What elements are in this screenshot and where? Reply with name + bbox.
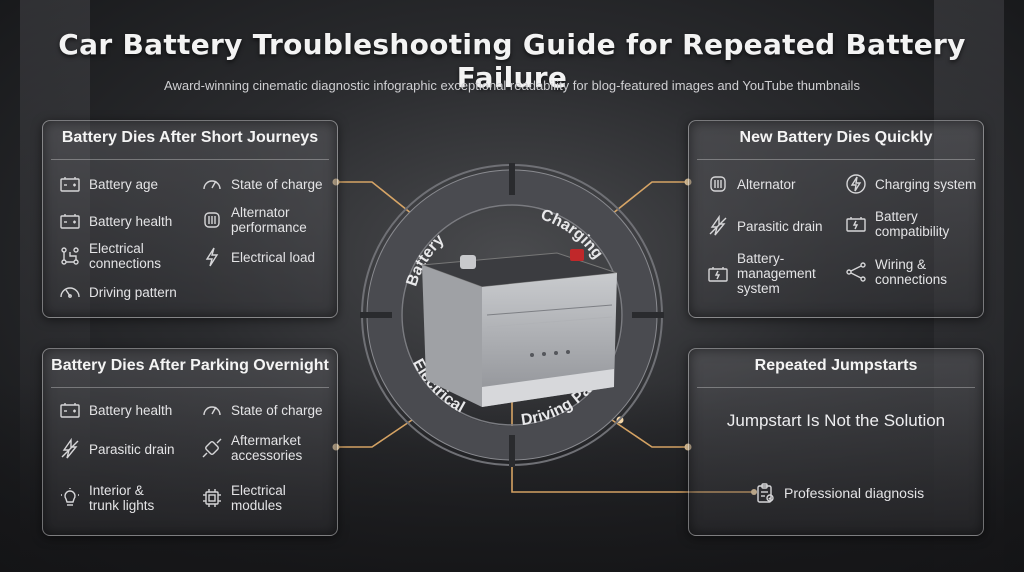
- clipboard-icon: [757, 483, 774, 503]
- drain-icon: [61, 438, 79, 459]
- speedometer-icon: [60, 287, 80, 298]
- battery-icon: [60, 177, 80, 192]
- list-item: Parasitic drain: [707, 215, 823, 237]
- battery-icon: [846, 217, 866, 232]
- list-item: Charging system: [845, 173, 976, 195]
- list-item: Interior & trunk lights: [59, 483, 154, 513]
- item-label: State of charge: [231, 176, 323, 192]
- panel-short-journeys: Battery Dies After Short Journeys Batter…: [42, 120, 338, 318]
- divider: [697, 387, 975, 388]
- chip-icon: [203, 489, 221, 507]
- list-item: Battery age: [59, 173, 158, 195]
- item-label: Battery- management system: [737, 251, 816, 296]
- item-label: Parasitic drain: [737, 218, 823, 234]
- list-item: Battery- management system: [707, 251, 816, 296]
- list-item: Alternator: [707, 173, 796, 195]
- panel-parking-overnight: Battery Dies After Parking Overnight Bat…: [42, 348, 338, 536]
- divider: [697, 159, 975, 160]
- diagnostic-ring: Battery Charging Electrical Driving Patt…: [360, 163, 664, 467]
- item-label: Parasitic drain: [89, 441, 175, 457]
- jumpstart-message: Jumpstart Is Not the Solution: [726, 411, 946, 430]
- item-label: Alternator performance: [231, 205, 307, 235]
- battery-icon: [60, 214, 80, 229]
- item-label: Electrical load: [231, 249, 316, 265]
- alternator-icon: [710, 176, 726, 192]
- alternator-icon: [204, 212, 220, 228]
- divider: [51, 387, 329, 388]
- list-item: Battery health: [59, 399, 172, 421]
- item-label: Electrical modules: [231, 483, 286, 513]
- positive-terminal: [570, 249, 584, 261]
- panel-title: New Battery Dies Quickly: [739, 129, 933, 146]
- item-label: Interior & trunk lights: [89, 483, 155, 513]
- battery-illustration: [421, 249, 618, 407]
- panel-title: Battery Dies After Parking Overnight: [51, 357, 329, 374]
- list-item: Battery compatibility: [845, 209, 949, 239]
- page-title: Car Battery Troubleshooting Guide for Re…: [58, 28, 966, 94]
- list-item: State of charge: [201, 399, 323, 421]
- charging-icon: [846, 174, 866, 194]
- item-label: Driving pattern: [89, 284, 177, 300]
- divider: [51, 159, 329, 160]
- ring-inner: [401, 204, 623, 426]
- panel-title: Repeated Jumpstarts: [754, 357, 918, 374]
- callout-label: Professional diagnosis: [784, 485, 925, 501]
- list-item: Parasitic drain: [59, 438, 175, 460]
- list-item: State of charge: [201, 173, 323, 195]
- list-item: Electrical modules: [201, 483, 286, 513]
- battery-icon: [60, 403, 80, 418]
- list-item: Electrical load: [201, 246, 315, 268]
- item-label: Battery health: [89, 213, 173, 229]
- drain-icon: [709, 215, 727, 236]
- item-label: Battery compatibility: [875, 209, 950, 239]
- item-label: Aftermarket accessories: [231, 433, 303, 463]
- panel-jumpstarts: Repeated Jumpstarts Jumpstart Is Not the…: [688, 348, 984, 536]
- item-label: Battery age: [89, 176, 159, 192]
- plug-icon: [202, 438, 222, 458]
- lightning-icon: [205, 247, 219, 267]
- wiring-icon: [846, 262, 866, 282]
- battery-icon: [708, 266, 728, 282]
- panel-new-battery: New Battery Dies Quickly Alternator Char…: [688, 120, 984, 318]
- professional-diagnosis-callout: Professional diagnosis: [754, 482, 924, 504]
- bulb-icon: [61, 488, 79, 506]
- list-item: Alternator performance: [201, 205, 307, 235]
- item-label: Charging system: [875, 176, 977, 192]
- list-item: Aftermarket accessories: [201, 433, 302, 463]
- item-label: Electrical connections: [89, 241, 162, 271]
- item-label: Alternator: [737, 176, 796, 192]
- list-item: Driving pattern: [59, 281, 177, 303]
- list-item: Battery health: [59, 210, 172, 232]
- gauge-icon: [203, 180, 221, 190]
- gauge-icon: [203, 406, 221, 416]
- list-item: Electrical connections: [59, 241, 161, 271]
- page-subtitle: Award-winning cinematic diagnostic infog…: [164, 78, 860, 93]
- panel-title: Battery Dies After Short Journeys: [61, 129, 319, 146]
- list-item: Wiring & connections: [845, 257, 947, 287]
- item-label: Wiring & connections: [875, 257, 948, 287]
- connections-icon: [61, 247, 79, 265]
- item-label: State of charge: [231, 402, 323, 418]
- item-label: Battery health: [89, 402, 173, 418]
